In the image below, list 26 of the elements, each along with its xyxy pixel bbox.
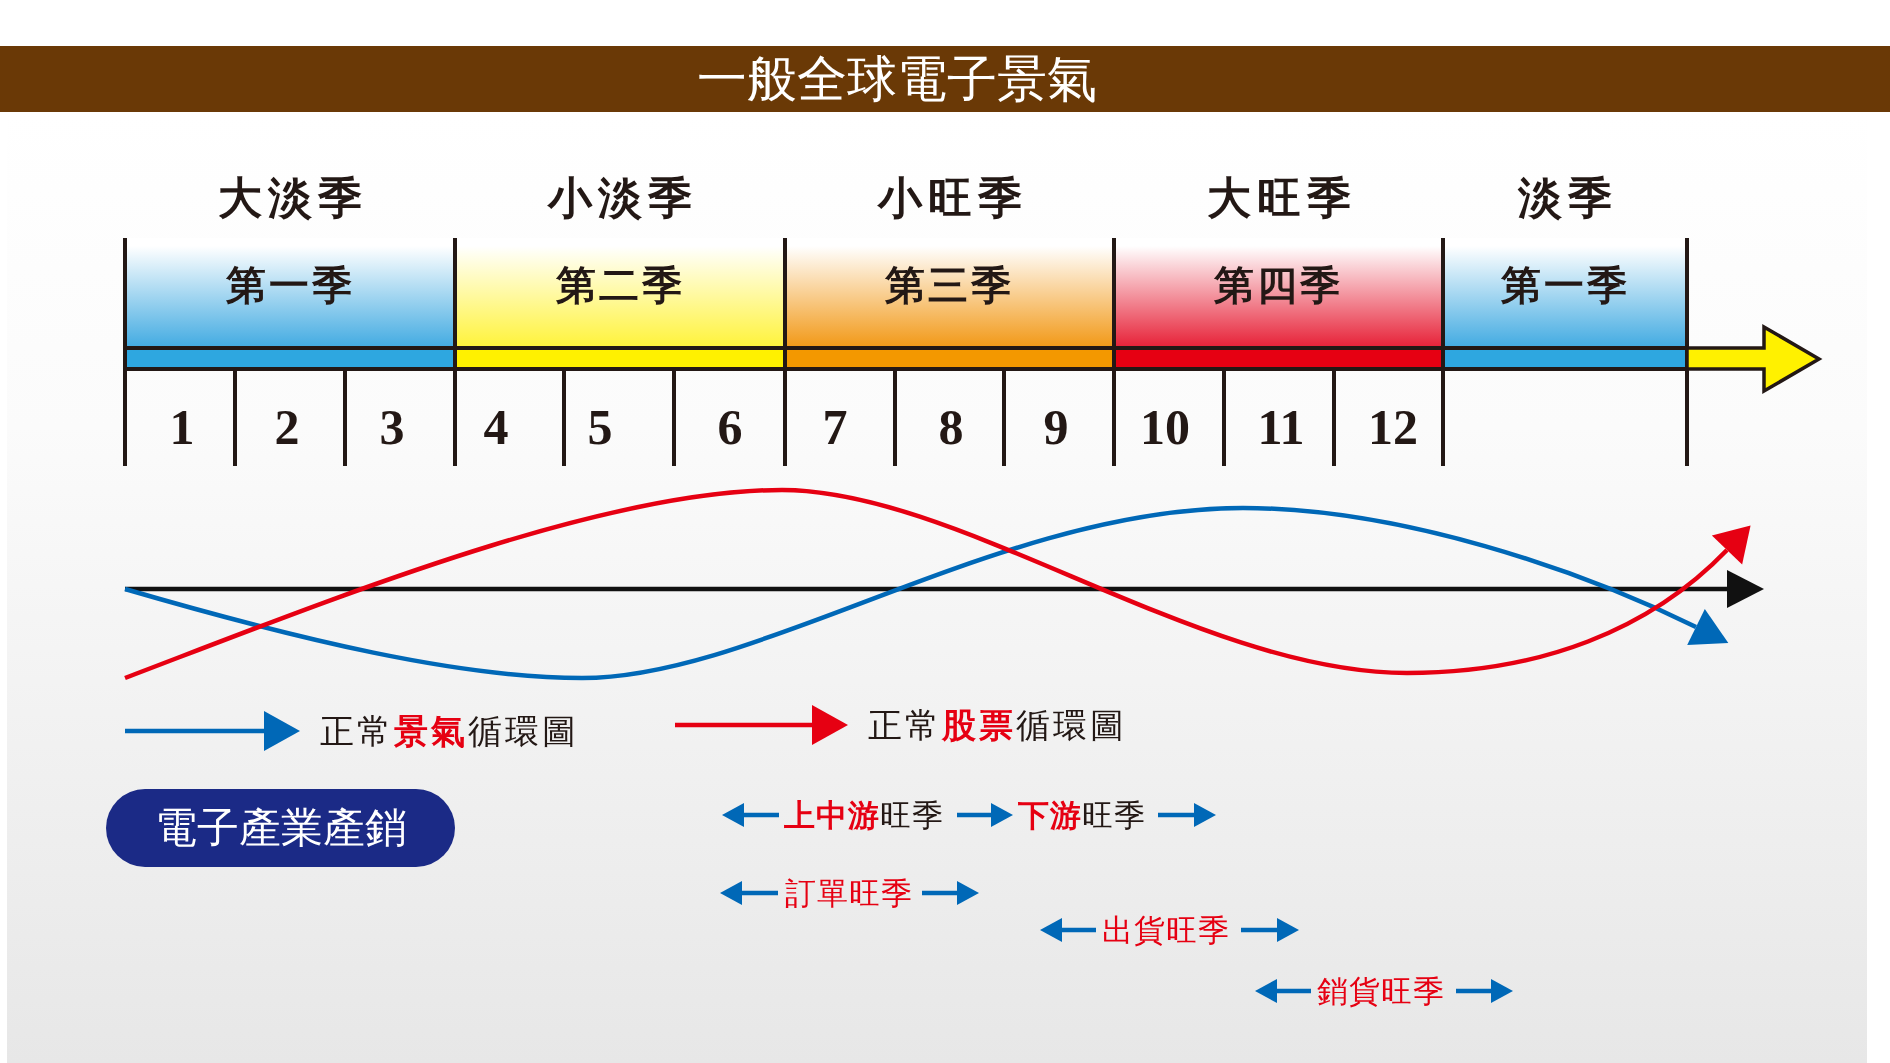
heading-pill: 電子產業產銷 [106,789,455,867]
season-label: 大旺季 [1205,171,1357,225]
season-span-label: 上中游旺季 [784,797,944,833]
month-number: 10 [1140,402,1190,452]
month-number: 6 [717,402,743,452]
month-number: 1 [169,402,195,452]
legend-label: 正常股票循環圖 [868,704,1127,747]
month-number: 11 [1257,402,1305,452]
month-number: 12 [1368,402,1418,452]
month-number: 4 [483,402,509,452]
season-span-label: 下游旺季 [1018,797,1146,833]
month-number: 8 [938,402,964,452]
season-label: 淡季 [1517,171,1618,225]
month-number: 3 [379,402,405,452]
season-label: 小旺季 [876,171,1028,225]
season-span-label: 銷貨旺季 [1317,973,1445,1009]
month-number: 2 [274,402,300,452]
month-number: 5 [587,402,613,452]
season-span-label: 訂單旺季 [785,875,913,911]
season-span-label: 出貨旺季 [1102,912,1230,948]
title-banner: 一般全球電子景氣 [0,46,1890,112]
season-label: 大淡季 [217,171,368,225]
month-number: 7 [822,402,848,452]
legend-label: 正常景氣循環圖 [320,710,579,753]
season-label: 小淡季 [546,171,698,225]
month-number: 9 [1043,402,1069,452]
